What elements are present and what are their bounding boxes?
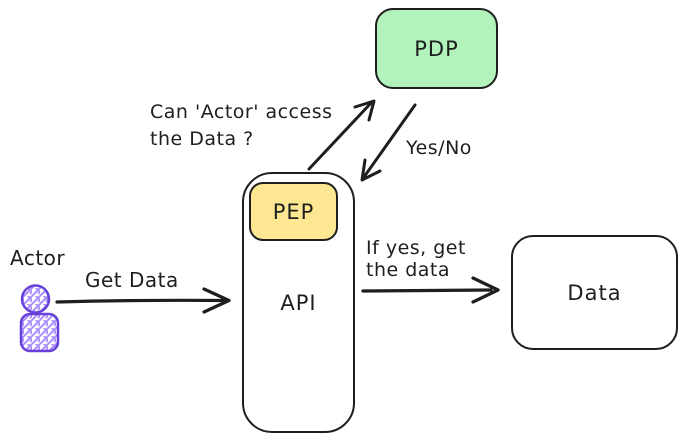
node-pep: PEP bbox=[249, 182, 338, 241]
api-to-data-arrow bbox=[361, 276, 500, 304]
get-data-label: Get Data bbox=[85, 268, 179, 292]
node-data: Data bbox=[511, 235, 678, 350]
actor-person-icon bbox=[19, 284, 60, 353]
node-pep-label: PEP bbox=[272, 199, 315, 224]
actor-label: Actor bbox=[10, 246, 66, 270]
yes-no-label: Yes/No bbox=[406, 137, 472, 159]
node-api-label: API bbox=[280, 290, 317, 315]
if-yes-line2: the data bbox=[366, 259, 451, 281]
if-yes-line1: If yes, get bbox=[366, 237, 466, 259]
node-pdp-label: PDP bbox=[414, 36, 459, 61]
get-data-arrow bbox=[55, 287, 231, 314]
node-data-label: Data bbox=[567, 280, 622, 305]
access-question-line2: the Data ? bbox=[150, 128, 254, 150]
access-question-line1: Can 'Actor' access bbox=[150, 101, 333, 123]
if-yes-label: If yes, get the data bbox=[366, 237, 466, 281]
node-pdp: PDP bbox=[375, 8, 498, 89]
access-question-label: Can 'Actor' access the Data ? bbox=[150, 99, 333, 153]
